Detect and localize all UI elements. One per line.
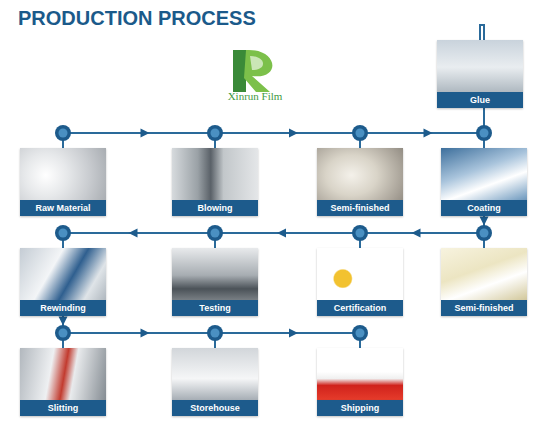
flow-dots: [55, 125, 492, 341]
step-caption: Testing: [172, 300, 258, 316]
step-caption: Storehouse: [172, 400, 258, 416]
process-photo-box: Certification: [317, 248, 403, 316]
logo-highlight: [250, 56, 263, 70]
connector-line: [215, 233, 360, 248]
flow-connector: [215, 229, 360, 249]
flow-dot: [352, 225, 368, 241]
connector-line: [215, 133, 360, 148]
process-photo-box: Rewinding: [20, 248, 106, 316]
process-photo-box: Shipping: [317, 348, 403, 416]
arrowhead: [59, 317, 68, 326]
process-photo-box: Semi-finished: [317, 148, 403, 216]
step-caption: Slitting: [20, 400, 106, 416]
connector-line: [63, 133, 215, 148]
step-caption: Semi-finished: [317, 200, 403, 216]
step-caption: Shipping: [317, 400, 403, 416]
flow-dot: [476, 125, 492, 141]
flow-dot: [207, 225, 223, 241]
flow-connector: [63, 129, 215, 149]
flow-connector: [215, 129, 360, 149]
connector-line: [63, 333, 215, 348]
step-caption: Blowing: [172, 200, 258, 216]
step-caption: Coating: [441, 200, 527, 216]
flow-dot: [55, 325, 71, 341]
arrowhead: [141, 329, 150, 338]
step-caption: Rewinding: [20, 300, 106, 316]
arrowhead: [412, 229, 421, 238]
flow-dot: [352, 325, 368, 341]
connector-line: [63, 233, 215, 248]
arrowhead: [141, 129, 150, 138]
flow-dot: [352, 125, 368, 141]
diagram-title: PRODUCTION PROCESS: [18, 7, 256, 30]
process-photo-box: Coating: [441, 148, 527, 216]
process-photo-box: Blowing: [172, 148, 258, 216]
arrowhead: [277, 229, 286, 238]
brand-name: Xinrun Film: [215, 90, 295, 102]
process-photo-box: Testing: [172, 248, 258, 316]
connector-line: [215, 333, 360, 348]
flow-connector: [63, 329, 215, 349]
flow-connector: [63, 229, 215, 249]
connector-line: [360, 233, 484, 248]
step-caption: Glue: [437, 92, 523, 108]
flow-connector: [360, 129, 484, 149]
arrowhead: [424, 129, 433, 138]
process-photo-box: Semi-finished: [441, 248, 527, 316]
process-photo-box: Storehouse: [172, 348, 258, 416]
flow-dot: [207, 325, 223, 341]
flow-dot: [476, 225, 492, 241]
flow-connector: [215, 329, 360, 349]
arrowhead: [480, 217, 489, 226]
logo-stem: [233, 50, 246, 92]
flow-dot: [55, 225, 71, 241]
arrowhead: [129, 229, 138, 238]
process-photo-box: Slitting: [20, 348, 106, 416]
process-photo-box: Raw Material: [20, 148, 106, 216]
step-caption: Raw Material: [20, 200, 106, 216]
flow-dot: [207, 125, 223, 141]
flow-dot: [55, 125, 71, 141]
company-logo: [233, 50, 272, 92]
step-caption: Certification: [317, 300, 403, 316]
connector-line: [360, 133, 484, 148]
flow-connector: [360, 229, 484, 249]
logo-leaf: [244, 50, 272, 92]
process-photo-box: Glue: [437, 40, 523, 108]
step-caption: Semi-finished: [441, 300, 527, 316]
arrowhead: [289, 329, 298, 338]
arrowhead: [289, 129, 298, 138]
